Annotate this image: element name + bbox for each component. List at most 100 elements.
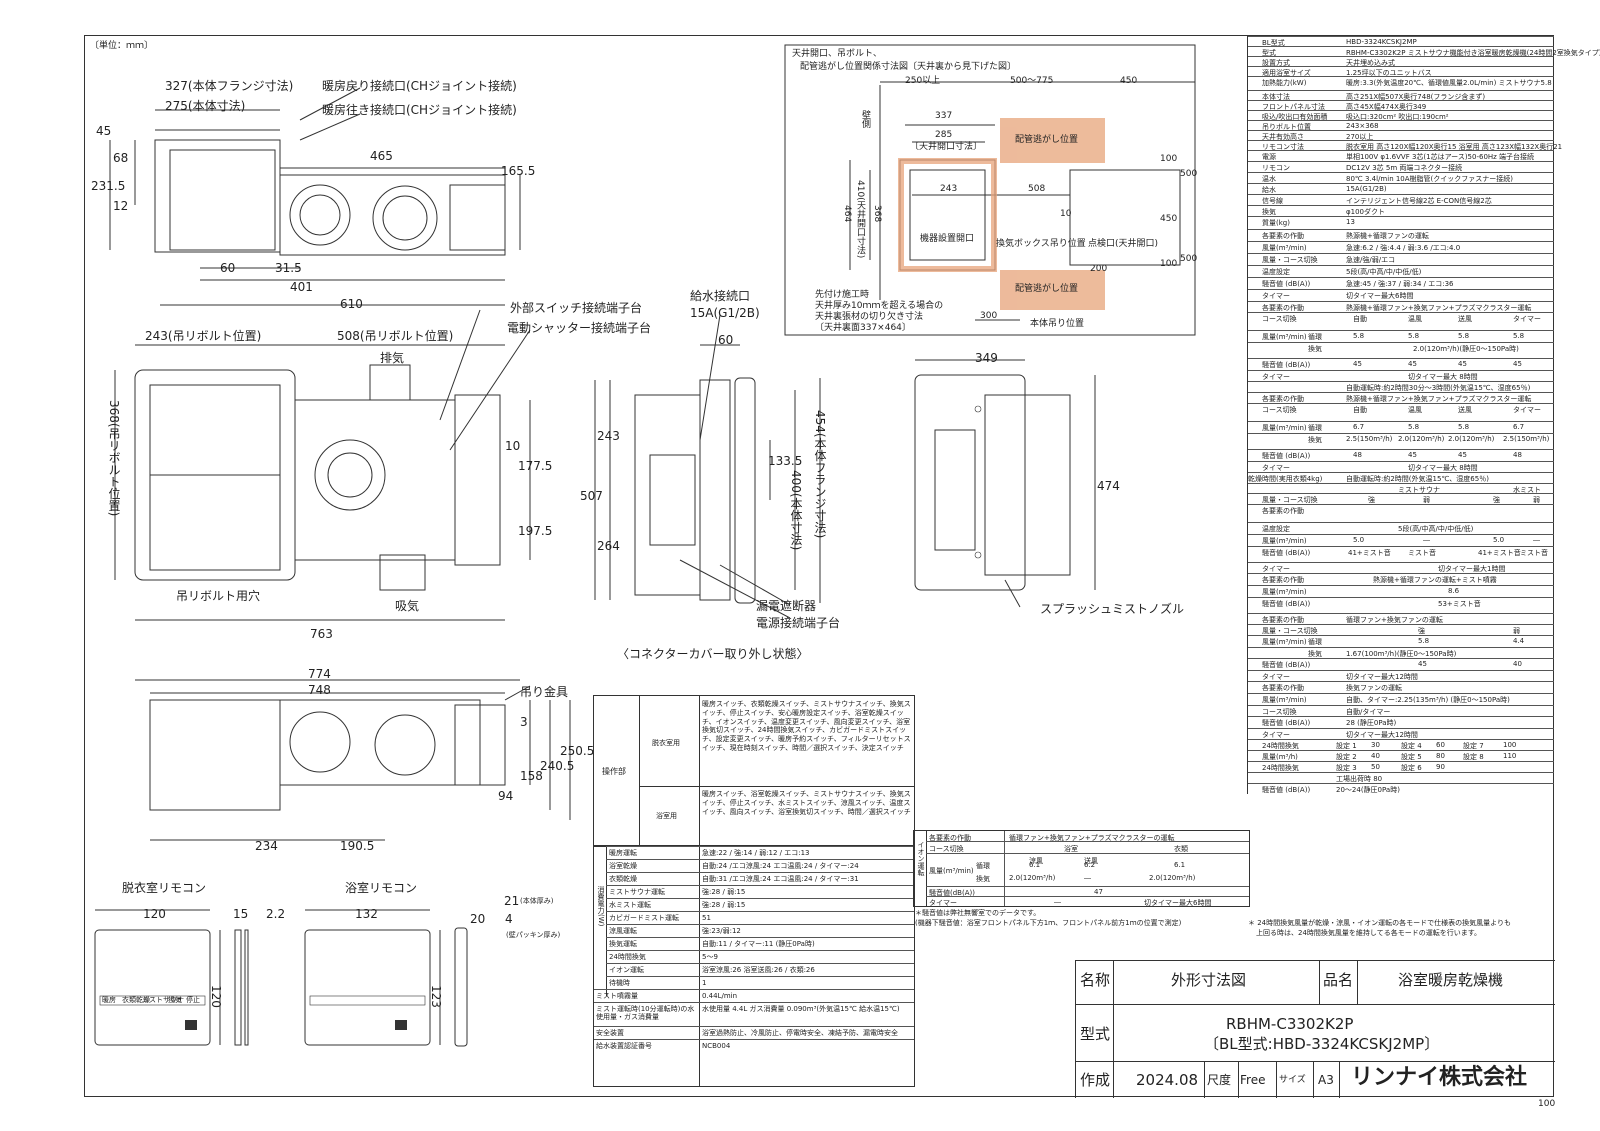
ion-table: イオン運転 各要素の作動 循環ファン+換気ファン+プラズマクラスターの運転 コー… [913, 830, 1250, 907]
spec-row: 風量・コース切換強弱 [1248, 624, 1554, 636]
ceiling-dim-250: 250以上 [905, 76, 941, 86]
note-left-2: (機器下騒音値：浴室フロントパネル下方1ｍ、フロントパネル前方1ｍの位置で測定) [915, 919, 1182, 927]
spec-cell: 5.8 [1408, 332, 1420, 340]
spec-cell: 各要素の作動 [1262, 395, 1304, 403]
spec-row: 風量(m³/min)8.6 [1248, 585, 1554, 598]
dim-3: 3 [520, 715, 528, 729]
spec-row-label: 型式 [1262, 49, 1276, 57]
spec-row-label: 吸込/吹出口有効面積 [1262, 113, 1328, 121]
tb-prod-v: 浴室暖房乾燥機 [1398, 971, 1504, 989]
power-row-label: 換気運転 [609, 940, 637, 948]
ceiling-dim-450b: 450 [1160, 214, 1178, 224]
dim-465: 465 [370, 149, 393, 163]
ceiling-title-2: 配管逃がし位置関係寸法図〔天井裏から見下げた図〕 [800, 62, 1017, 72]
dim-remote-120: 120 [143, 907, 166, 921]
spec-cell: 風量(m³/h) [1262, 753, 1298, 761]
spec-row-value: 15A(G1/2B) [1346, 185, 1387, 193]
spec-row-value: φ100ダクト [1346, 208, 1385, 216]
spec-cell: 45 [1513, 360, 1522, 368]
spec-row: 各要素の作動 [1248, 504, 1554, 523]
spec-row-label: 風量(m³/min) [1262, 244, 1307, 252]
spec-cell: 6.7 [1353, 423, 1365, 431]
spec-row: 信号線インテリジェント信号線2芯 E-CON信号線2芯 [1248, 194, 1554, 206]
dim-240-5: 240.5 [540, 759, 575, 773]
note-right-1: ＊ 24時間換気風量が乾燥・涼風・イオン運転の各モードで仕様表の換気風量よりも [1248, 919, 1511, 927]
power-row-value: 急速:22 / 強:14 / 弱:12 / エコ:13 [702, 849, 810, 857]
power-row-label: 暖房運転 [609, 849, 637, 857]
ceiling-dim-243: 243 [940, 184, 958, 194]
spec-cell: タイマー [1513, 406, 1541, 414]
spec-row-value: 13 [1346, 218, 1355, 226]
ceiling-dim-508: 508 [1028, 184, 1046, 194]
bath-remote-outline [304, 929, 431, 1046]
spec-cell: 温風 [1408, 315, 1422, 323]
power-row-label: ミストサウナ運転 [609, 888, 665, 896]
spec-cell: 24時間換気 [1262, 742, 1299, 750]
spec-cell: 風量(m³/min) [1262, 424, 1307, 432]
power-row-label: 水ミスト運転 [609, 901, 651, 909]
ion-c2: 6.2 [1084, 861, 1096, 869]
power-row-value: 自動:11 / タイマー:11 (静圧0Pa時) [702, 940, 815, 948]
dim-774: 774 [308, 667, 331, 681]
spec-cell: 送風 [1458, 315, 1472, 323]
ceiling-dim-200: 200 [1090, 264, 1108, 274]
spec-cell: 2.5(150m³/h) [1503, 435, 1550, 443]
power-row-divider [606, 937, 914, 938]
top-view-body [279, 174, 506, 256]
power-row-value: 浴室涼風:26 浴室送風:26 / 衣類:26 [702, 966, 815, 974]
tb-made-v: 2024.08 [1136, 1071, 1199, 1089]
spec-cell: 強 [1493, 496, 1500, 504]
spec-row: 設置方式天井埋め込み式 [1248, 56, 1554, 67]
power-row-value: 5～9 [702, 953, 718, 961]
power-row-label: 涼風運転 [609, 927, 637, 935]
ceiling-note-2: 天井厚み10ｍｍを超える場合の [815, 301, 944, 311]
spec-row: 自動運転時:約2時間30分～3時間(外気温15℃、湿度65％) [1248, 381, 1554, 393]
spec-cell: ― [1533, 536, 1540, 544]
spec-cell: 風量(m³/min) [1262, 588, 1307, 596]
spec-cell: 45 [1418, 660, 1427, 668]
spec-cell: 41+ミスト音 [1348, 549, 1391, 557]
spec-cell: 48 [1513, 451, 1522, 459]
spec-cell: 循環ファン+換気ファンの運転 [1346, 616, 1443, 624]
water-size-label: 15A(G1/2B) [690, 306, 760, 320]
spec-cell: 騒音値 (dB(A)) [1262, 361, 1311, 369]
spec-row: タイマー切タイマー最大 8時間 [1248, 370, 1554, 382]
spec-row-value: 急速:45 / 強:37 / 弱:34 / エコ:36 [1346, 280, 1454, 288]
panel-bath-place: 浴室用 [656, 812, 677, 820]
spec-cell: 騒音値 (dB(A)) [1262, 661, 1311, 669]
dim-507: 507 [580, 489, 603, 503]
power-row-label: ミスト噴霧量 [596, 992, 638, 1000]
spec-cell: 各要素の作動 [1262, 576, 1304, 584]
ceiling-dim-464: 464 [842, 205, 852, 223]
bolt-243-label: 243(吊リボルト位置) [145, 329, 262, 343]
ceiling-opening [899, 159, 996, 271]
spec-cell: 45 [1408, 451, 1417, 459]
dim-158: 158 [520, 769, 543, 783]
tb-scale-v: Free [1240, 1073, 1266, 1087]
power-row-divider [594, 1039, 914, 1040]
ext-switch-label: 外部スイッチ接続端子台 [510, 301, 643, 315]
water-port-label: 給水接続口 [690, 289, 751, 303]
dim-349: 349 [975, 351, 998, 365]
remote-button-sauna: ミストサウナ [142, 996, 184, 1004]
dim-remote-h123: 123 [429, 985, 443, 1008]
spec-row: ミストサウナ水ミスト [1248, 483, 1554, 494]
ion-course-k: コース切換 [929, 845, 964, 853]
tb-made-k: 作成 [1080, 1071, 1111, 1089]
dim-763: 763 [310, 627, 333, 641]
spec-row: コース切換自動温風送風タイマー [1248, 403, 1554, 422]
dim-177-5: 177.5 [518, 459, 553, 473]
power-row-value: 強:28 / 弱:15 [702, 888, 746, 896]
ceiling-opening-dim: 〔天井開口寸法〕 [910, 142, 983, 152]
spec-cell: 5.8 [1458, 423, 1470, 431]
spec-cell: 換気 [1308, 436, 1322, 444]
power-row-divider [606, 924, 914, 925]
power-row-value: 強:28 / 弱:15 [702, 901, 746, 909]
panel-bath-text: 暖房スイッチ、浴室乾燥スイッチ、ミストサウナスイッチ、換気スイッチ、停止スイッチ… [702, 790, 911, 816]
spec-cell: 2.5(150m³/h) [1346, 435, 1393, 443]
